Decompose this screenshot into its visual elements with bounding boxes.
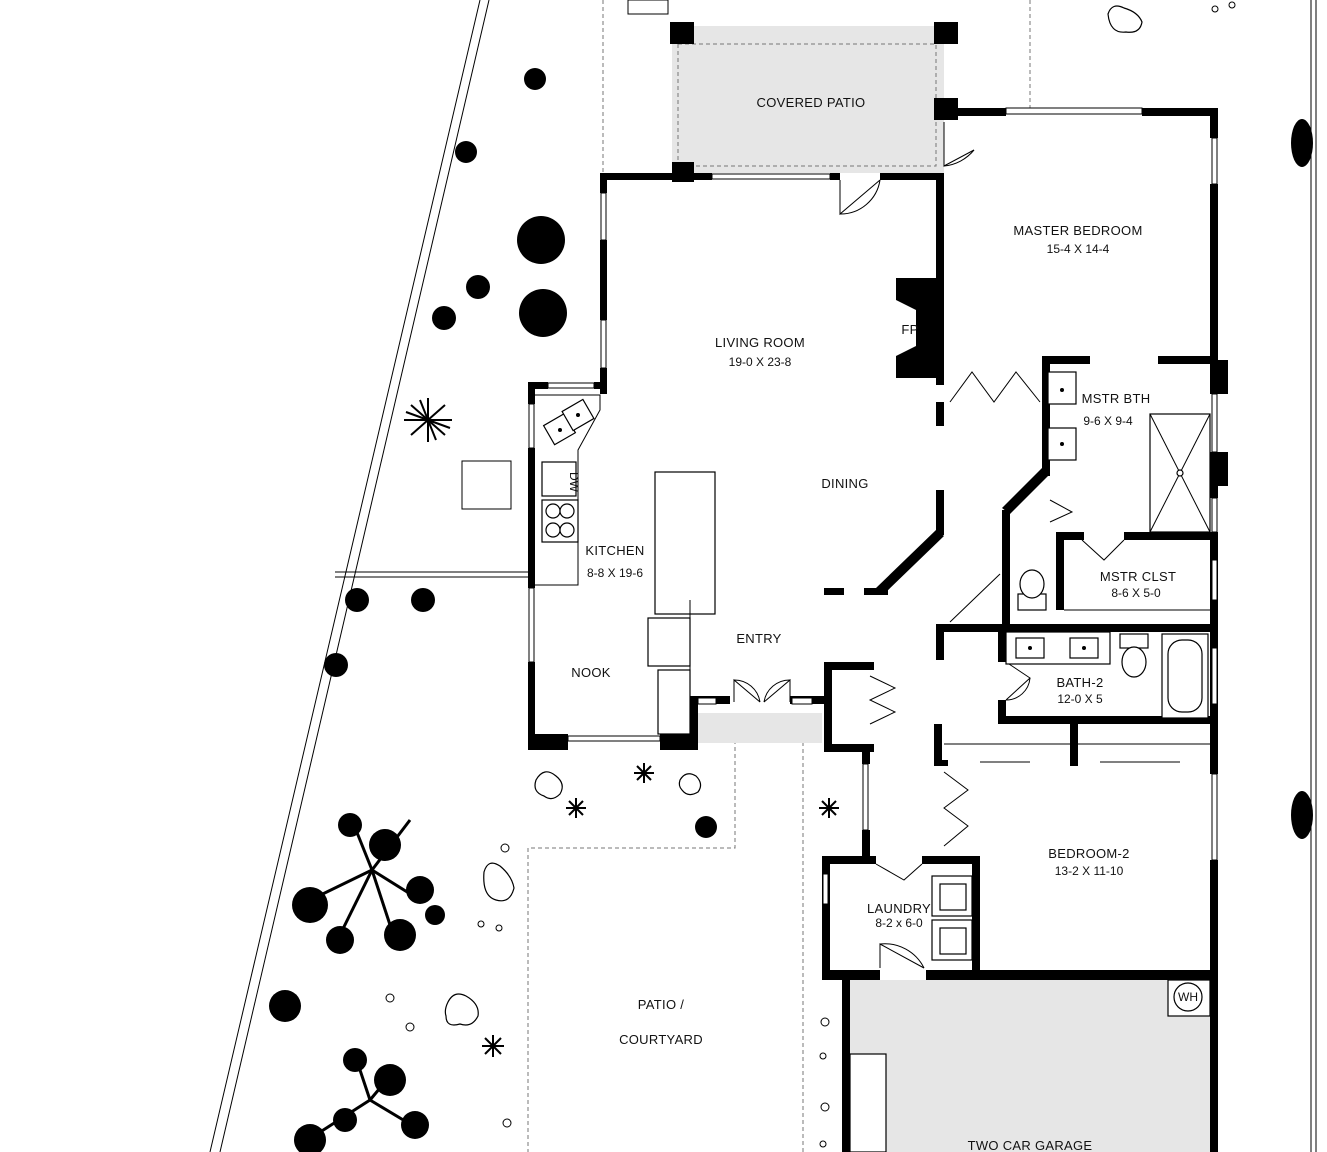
- toilet-icon: [1119, 633, 1149, 678]
- closet-shelf: [944, 609, 1210, 763]
- garage-label: TWO CAR GARAGE: [968, 1138, 1093, 1152]
- tree-icon: [292, 813, 445, 954]
- nook-label: NOOK: [571, 665, 611, 680]
- door-swing-icon: [733, 122, 1125, 969]
- living-room-label: LIVING ROOM: [715, 335, 805, 350]
- entry-step: [698, 713, 822, 743]
- master-bedroom-label: MASTER BEDROOM: [1013, 223, 1142, 238]
- master-closet-size: 8-6 X 5-0: [1111, 586, 1161, 600]
- sink-icon: [1047, 371, 1077, 461]
- bathtub-icon: [1161, 633, 1209, 719]
- sink-icon: [542, 398, 595, 446]
- flower-icon: [385, 1, 1236, 1148]
- bedroom-2-label: BEDROOM-2: [1048, 846, 1129, 861]
- covered-patio-slab: [672, 26, 944, 173]
- patio-label: PATIO /: [638, 997, 684, 1012]
- covered-patio-label: COVERED PATIO: [757, 95, 866, 110]
- master-bath-size: 9-6 X 9-4: [1083, 414, 1133, 428]
- master-closet-label: MSTR CLST: [1100, 569, 1176, 584]
- range-icon: [541, 499, 579, 543]
- courtyard-label: COURTYARD: [619, 1032, 703, 1047]
- kitchen-size: 8-8 X 19-6: [587, 566, 643, 580]
- ac-pad: [461, 460, 512, 510]
- garage-floor: [848, 980, 1210, 1152]
- site-box: [627, 0, 669, 15]
- toilet-icon: [1017, 569, 1047, 611]
- fireplace-label: FP: [901, 322, 918, 337]
- living-room-size: 19-0 X 23-8: [729, 355, 792, 369]
- kitchen-counter: [535, 394, 716, 735]
- shower-icon: [1149, 413, 1211, 533]
- water-heater-icon: WH: [1167, 979, 1211, 1017]
- dishwasher-icon: DW: [541, 461, 581, 497]
- laundry-label: LAUNDRY: [867, 901, 931, 916]
- bedroom-2-size: 13-2 X 11-10: [1055, 864, 1124, 878]
- bath-2-label: BATH-2: [1056, 675, 1103, 690]
- spiky-plant-icon: [404, 398, 839, 1057]
- master-bath-label: MSTR BTH: [1082, 391, 1151, 406]
- washer-dryer-icon: [931, 875, 973, 961]
- master-bedroom-size: 15-4 X 14-4: [1047, 242, 1110, 256]
- svg-text:DW: DW: [567, 472, 581, 493]
- windows: [528, 107, 1218, 905]
- tree-icon: [294, 1048, 429, 1152]
- svg-text:WH: WH: [1178, 990, 1198, 1004]
- laundry-size: 8-2 x 6-0: [875, 916, 923, 930]
- room-labels: COVERED PATIO MASTER BEDROOM 15-4 X 14-4…: [571, 95, 1176, 1152]
- entry-label: ENTRY: [736, 631, 781, 646]
- dining-label: DINING: [821, 476, 868, 491]
- bush-icon: [269, 68, 1313, 1022]
- site-lines: [209, 0, 1317, 1152]
- garage-step: [849, 1053, 887, 1152]
- bath-2-size: 12-0 X 5: [1057, 692, 1103, 706]
- sink-icon: [1005, 631, 1111, 665]
- kitchen-label: KITCHEN: [585, 543, 644, 558]
